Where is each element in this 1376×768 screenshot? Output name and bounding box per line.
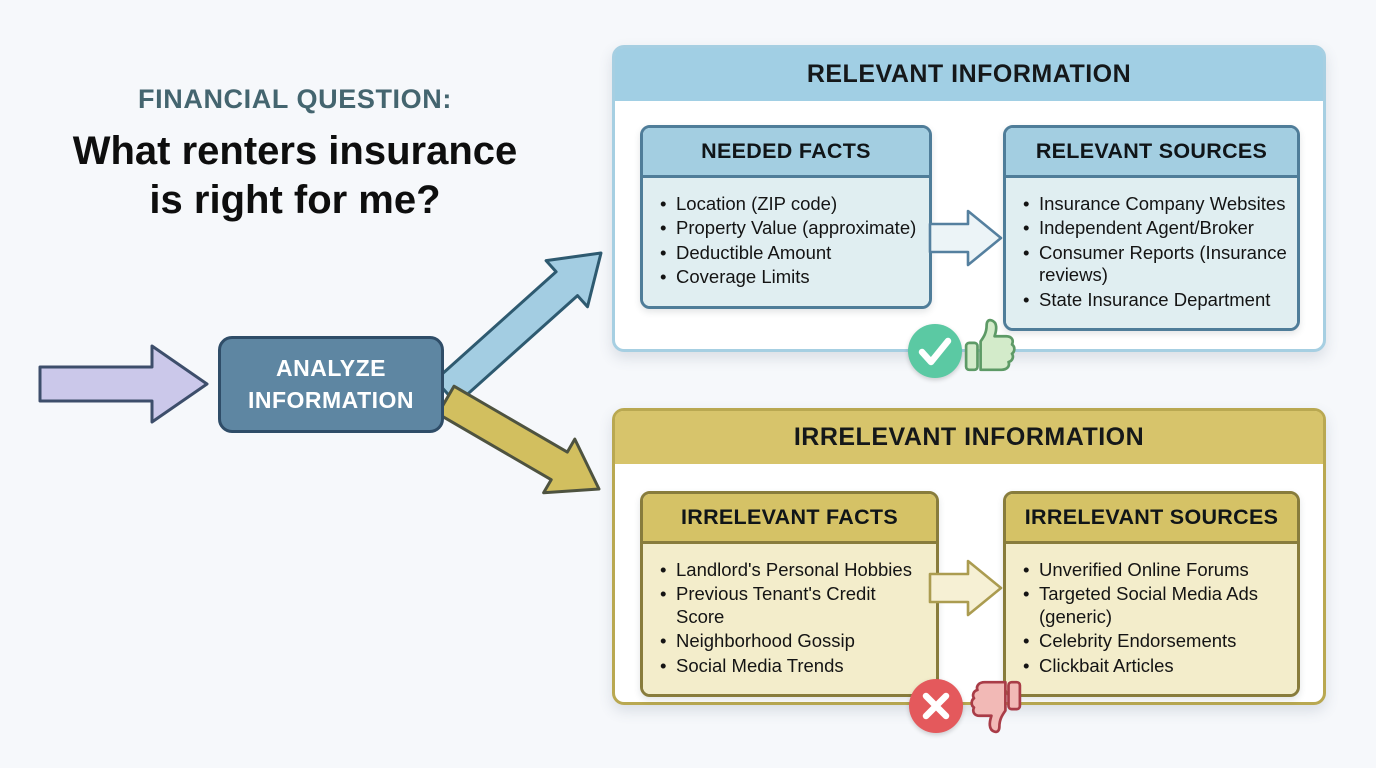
list-item: Coverage Limits: [653, 266, 921, 289]
thumbs-up-icon: [964, 318, 1016, 372]
analyze-label: ANALYZE INFORMATION: [247, 355, 415, 413]
irrelevant-sources-box: IRRELEVANT SOURCES Unverified Online For…: [1003, 491, 1300, 697]
irrelevant-panel-title: IRRELEVANT INFORMATION: [615, 411, 1323, 464]
list-item: Unverified Online Forums: [1016, 559, 1289, 582]
needed-facts-box: NEEDED FACTS Location (ZIP code)Property…: [640, 125, 932, 309]
list-item: Location (ZIP code): [653, 193, 921, 216]
check-circle-icon: [908, 324, 962, 378]
irrelevant-facts-title: IRRELEVANT FACTS: [643, 494, 936, 544]
relevant-panel: RELEVANT INFORMATION NEEDED FACTS Locati…: [612, 45, 1326, 352]
list-item: Neighborhood Gossip: [653, 630, 928, 653]
irrelevant-facts-box: IRRELEVANT FACTS Landlord's Personal Hob…: [640, 491, 939, 697]
list-item: Landlord's Personal Hobbies: [653, 559, 928, 582]
relevant-branch-arrow-icon: [433, 251, 603, 406]
facts-to-sources-arrow-icon: [928, 209, 1003, 267]
list-item: Clickbait Articles: [1016, 655, 1289, 678]
list-item: Celebrity Endorsements: [1016, 630, 1289, 653]
irrelevant-facts-to-sources-arrow-icon: [928, 559, 1003, 617]
relevant-sources-body: Insurance Company WebsitesIndependent Ag…: [1006, 178, 1297, 328]
irrelevant-facts-list: Landlord's Personal HobbiesPrevious Tena…: [653, 559, 928, 677]
needed-facts-title: NEEDED FACTS: [643, 128, 929, 178]
list-item: Property Value (approximate): [653, 217, 921, 240]
irrelevant-branch-arrow-icon: [436, 384, 601, 495]
list-item: Previous Tenant's Credit Score: [653, 583, 928, 628]
question-label: FINANCIAL QUESTION:: [138, 84, 452, 114]
list-item: Targeted Social Media Ads (generic): [1016, 583, 1289, 628]
irrelevant-sources-body: Unverified Online ForumsTargeted Social …: [1006, 544, 1297, 694]
needed-facts-list: Location (ZIP code)Property Value (appro…: [653, 193, 921, 289]
irrelevant-panel: IRRELEVANT INFORMATION IRRELEVANT FACTS …: [612, 408, 1326, 705]
relevant-panel-title: RELEVANT INFORMATION: [615, 48, 1323, 101]
question-text: What renters insurance is right for me?: [72, 129, 518, 222]
irrelevant-sources-title: IRRELEVANT SOURCES: [1006, 494, 1297, 544]
thumbs-down-icon: [970, 680, 1022, 734]
list-item: Consumer Reports (Insurance reviews): [1016, 242, 1289, 287]
list-item: Deductible Amount: [653, 242, 921, 265]
relevant-sources-list: Insurance Company WebsitesIndependent Ag…: [1016, 193, 1289, 311]
irrelevant-sources-list: Unverified Online ForumsTargeted Social …: [1016, 559, 1289, 677]
list-item: Insurance Company Websites: [1016, 193, 1289, 216]
needed-facts-body: Location (ZIP code)Property Value (appro…: [643, 178, 929, 306]
question-block: FINANCIAL QUESTION: What renters insuran…: [55, 84, 535, 225]
irrelevant-facts-body: Landlord's Personal HobbiesPrevious Tena…: [643, 544, 936, 694]
relevant-sources-box: RELEVANT SOURCES Insurance Company Websi…: [1003, 125, 1300, 331]
list-item: Social Media Trends: [653, 655, 928, 678]
x-circle-icon: [909, 679, 963, 733]
list-item: State Insurance Department: [1016, 289, 1289, 312]
relevant-sources-title: RELEVANT SOURCES: [1006, 128, 1297, 178]
list-item: Independent Agent/Broker: [1016, 217, 1289, 240]
analyze-information-node: ANALYZE INFORMATION: [218, 336, 444, 433]
input-arrow-icon: [38, 344, 209, 424]
